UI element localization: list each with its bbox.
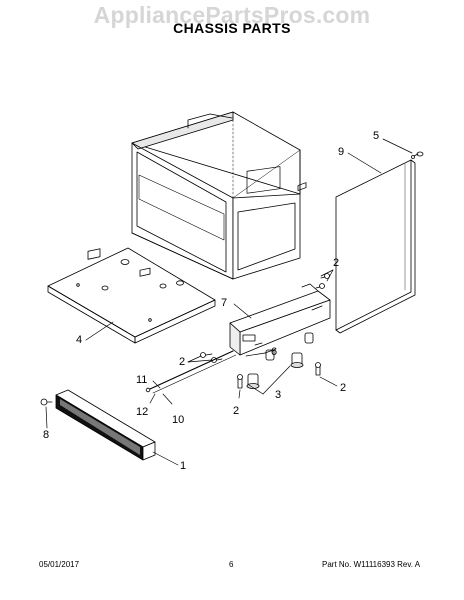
footer-part-number: Part No. W11116393 Rev. A xyxy=(322,560,421,569)
callout-9: 9 xyxy=(338,146,344,158)
footer-page-number: 6 xyxy=(229,560,234,569)
screw-8-drawing xyxy=(40,398,53,406)
callout-1: 1 xyxy=(180,460,186,472)
watermark: AppliancePartsPros.com xyxy=(93,2,371,28)
callout-4: 4 xyxy=(76,334,82,346)
callout-2c: 2 xyxy=(233,405,239,417)
callout-8: 8 xyxy=(43,429,49,441)
screw-5-drawing xyxy=(411,151,424,159)
callout-10: 10 xyxy=(172,414,184,426)
callout-7: 7 xyxy=(221,297,227,309)
footer-date: 05/01/2017 xyxy=(39,560,80,569)
bracket-assembly-drawing xyxy=(229,182,331,356)
toe-kick-drawing xyxy=(55,389,156,461)
small-screws-drawing xyxy=(200,273,330,389)
callout-12: 12 xyxy=(136,406,148,418)
callout-11: 11 xyxy=(136,374,147,386)
leader-lines xyxy=(45,138,413,466)
callout-labels: 5 9 2 7 4 6 2 11 12 10 3 2 2 8 1 xyxy=(43,130,379,472)
page-title: CHASSIS PARTS xyxy=(173,20,291,36)
leveling-legs-drawing xyxy=(246,332,314,389)
wire-drawing xyxy=(145,350,237,394)
callout-2d: 2 xyxy=(340,382,346,394)
callout-3: 3 xyxy=(275,389,281,401)
oven-cavity-drawing xyxy=(131,111,301,280)
side-panel-drawing xyxy=(335,159,416,334)
callout-6: 6 xyxy=(271,346,277,358)
callout-2b: 2 xyxy=(179,356,185,368)
callout-2a: 2 xyxy=(333,257,339,269)
bottom-plate-drawing xyxy=(47,247,216,344)
callout-5: 5 xyxy=(373,130,379,142)
